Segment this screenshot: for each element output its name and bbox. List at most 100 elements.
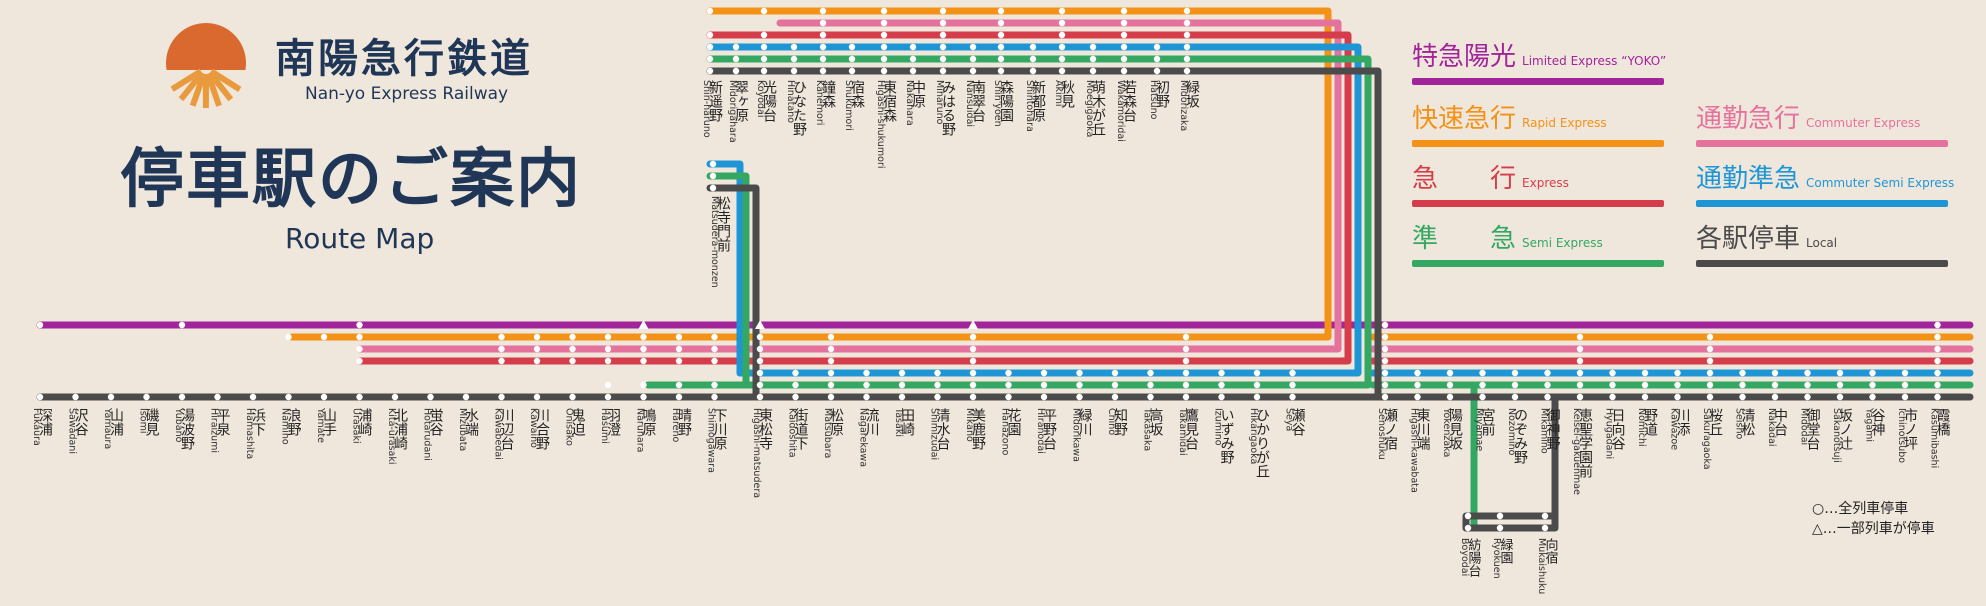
station-name-ja: 市ノ坪 [1902,407,1918,450]
circle-marker-icon [756,345,764,353]
circle-marker-icon [675,357,683,365]
circle-marker-icon [939,19,947,27]
circle-marker-icon [706,55,714,63]
legend-swatch [1412,140,1664,147]
circle-marker-icon [1739,393,1746,401]
circle-marker-icon [1901,369,1909,377]
circle-marker-icon [1934,321,1941,329]
circle-marker-icon [1381,357,1389,365]
circle-marker-icon [320,393,328,401]
circle-marker-icon [1771,369,1779,377]
circle-marker-icon [1739,381,1746,389]
circle-marker-icon [756,381,764,389]
circle-marker-icon [1869,381,1876,389]
circle-marker-icon [1183,31,1191,39]
company-name-en: Nan-yo Express Railway [305,84,509,104]
circle-marker-icon [880,19,888,27]
station-name-ja: 御堂台 [1805,408,1821,450]
station-name-ja: ひなた野 [791,80,807,136]
circle-marker-icon [1544,381,1551,389]
circle-marker-icon [1706,345,1714,353]
circle-marker-icon [827,333,835,341]
circle-marker-icon [1511,381,1519,389]
station-name-ja: 中原 [910,80,926,108]
